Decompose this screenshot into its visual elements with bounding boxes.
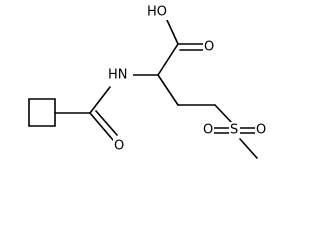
sulfonyl-oxygen-right-group: O xyxy=(255,122,267,138)
sulfonyl-oxygen-right-label: O xyxy=(256,123,266,138)
alpha-to-carboxyl-carbon-bond xyxy=(157,43,179,76)
cyclobutane-ring xyxy=(28,98,56,127)
acid-carbonyl-oxygen-group: O xyxy=(203,39,215,55)
gamma-carbon-to-sulfur-bond xyxy=(214,104,233,124)
hydroxyl-label-group: HO xyxy=(146,4,170,20)
amide-nitrogen-label: HN xyxy=(108,68,128,83)
hydroxyl-label: HO xyxy=(147,5,167,20)
amide-carbonyl-double-bond xyxy=(89,110,118,141)
chemical-structure-diagram: HO O HN O S O O xyxy=(28,4,267,159)
sulfur-to-methyl-bond xyxy=(239,138,258,159)
amide-carbon-to-nitrogen-bond xyxy=(89,86,111,114)
carboxyl-carbonyl-double-bond xyxy=(177,43,205,51)
alpha-to-beta-carbon-bond xyxy=(157,74,179,106)
acid-carbonyl-oxygen-label: O xyxy=(204,40,214,55)
amide-carbonyl-oxygen-group: O xyxy=(113,138,125,154)
amide-nitrogen-group: HN xyxy=(107,67,133,83)
sulfonyl-oxygen-left-label: O xyxy=(203,123,213,138)
sulfur-label: S xyxy=(230,123,238,138)
amide-carbonyl-oxygen-label: O xyxy=(114,139,124,154)
sulfonyl-oxygen-left-group: O xyxy=(202,122,214,138)
sulfonyl-right-double-bond xyxy=(236,127,257,134)
sulfur-group: S xyxy=(229,122,240,138)
carboxyl-to-hydroxyl-bond xyxy=(166,19,179,45)
